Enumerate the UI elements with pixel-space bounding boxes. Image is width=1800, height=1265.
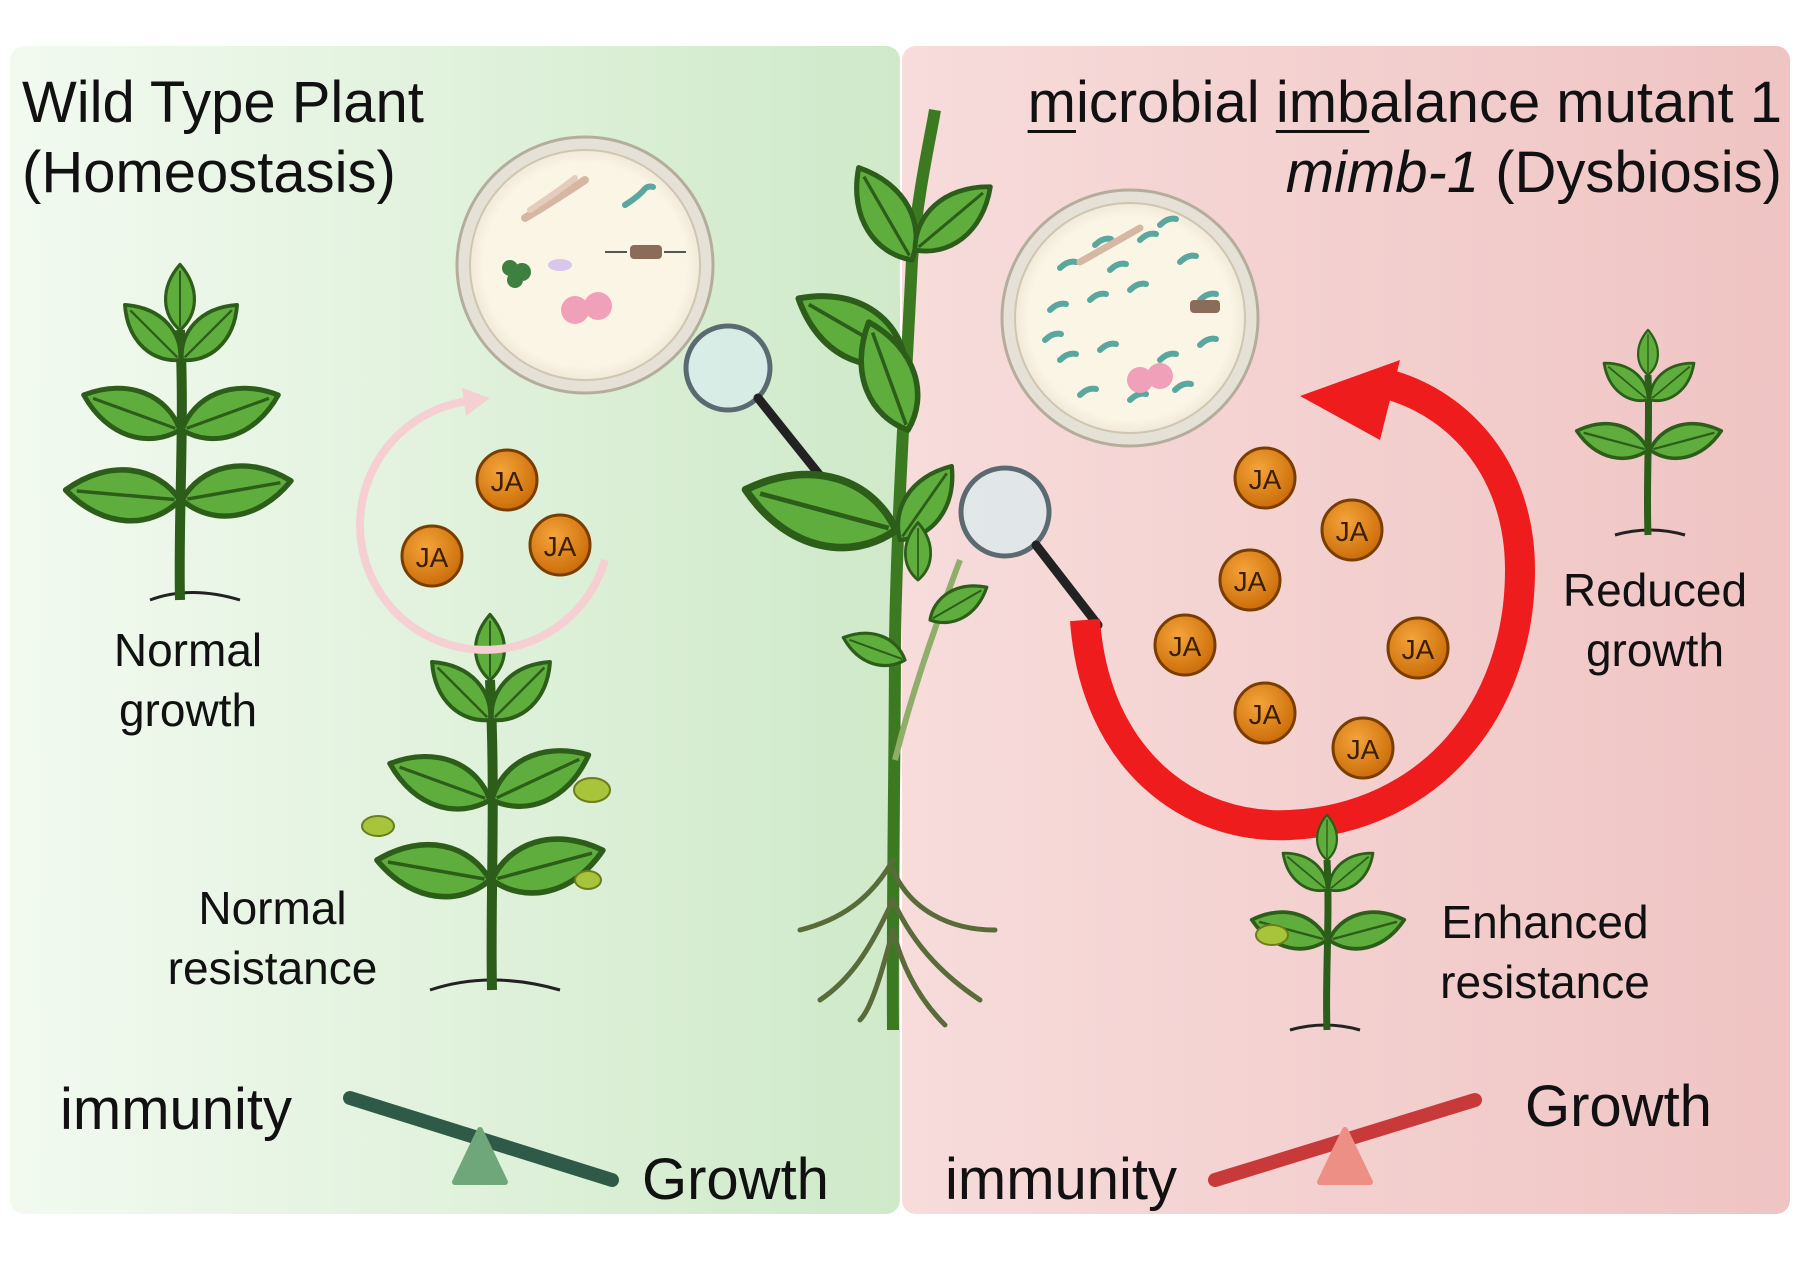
right-balance-scale [1208, 1093, 1482, 1187]
magnifying-glass-icon [958, 465, 1103, 630]
wildtype-petri-dish-icon [455, 135, 715, 395]
left-balance-scale [343, 1091, 619, 1187]
normal-resistance-plant-icon [361, 612, 610, 992]
enhanced-resistance-plant-icon [1245, 813, 1411, 1032]
left-panel-title: Wild Type Plant (Homeostasis) [22, 70, 424, 205]
right-immunity-label: immunity [945, 1147, 1178, 1212]
left-growth-label: Growth [642, 1147, 829, 1212]
ja-molecule [1386, 616, 1450, 680]
ja-molecule [1320, 498, 1384, 562]
central-plant-icon [737, 109, 1005, 1031]
ja-molecule [1218, 548, 1282, 612]
normal-growth-label: Normal growth [113, 624, 263, 736]
enhanced-resistance-label: Enhanced resistance [1440, 896, 1650, 1008]
reduced-growth-label: Reduced growth [1562, 564, 1748, 676]
dysbiosis-cycle-arrow [1070, 360, 1536, 841]
reduced-growth-plant-icon [1570, 328, 1728, 537]
mutant-petri-dish-icon [1000, 188, 1260, 448]
ja-molecule [1233, 446, 1297, 510]
ja-molecule [400, 524, 464, 588]
faint-cycle-arrow [356, 388, 609, 654]
normal-resistance-label: Normal resistance [167, 882, 378, 994]
ja-molecule [528, 513, 592, 577]
ja-molecule [1331, 716, 1395, 780]
ja-molecule [1153, 613, 1217, 677]
right-panel-title: microbial imbalance mutant 1 mimb-1 (Dys… [1027, 70, 1782, 205]
normal-growth-plant-icon [63, 262, 295, 602]
left-immunity-label: immunity [60, 1077, 293, 1142]
right-growth-label: Growth [1525, 1074, 1712, 1139]
ja-molecule [1233, 681, 1297, 745]
ja-molecule [475, 448, 539, 512]
magnifying-glass-icon [683, 323, 827, 483]
